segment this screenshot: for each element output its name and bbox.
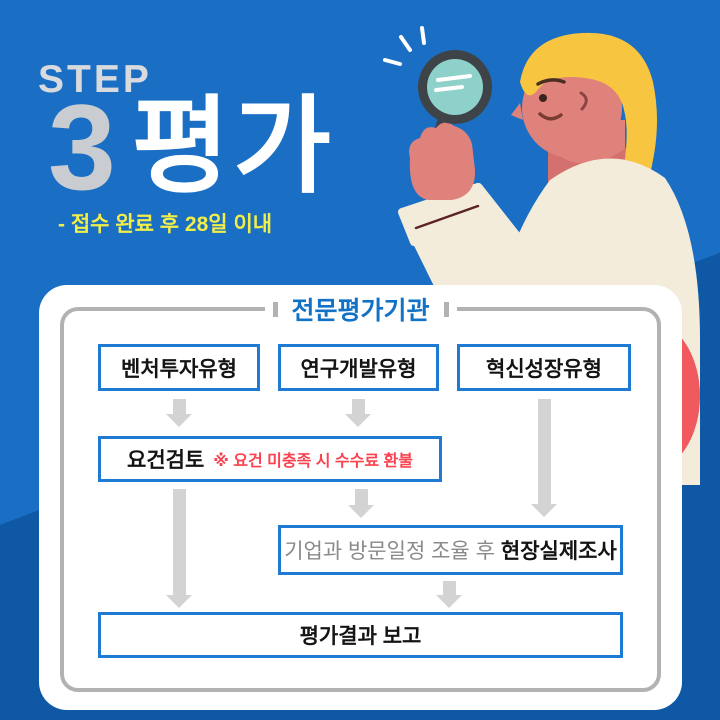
hair [520,32,657,206]
down-arrow-innovation-long [531,399,557,517]
result-label: 평가결과 보고 [299,625,422,648]
face [522,58,622,158]
eyebrow [536,78,566,86]
down-arrow-visit-to-result [436,581,462,608]
agency-title-label: 전문평가기관 [291,297,430,325]
site-visit-box: 기업과 방문일정 조율 후 현장실제조사 [278,525,623,575]
down-arrow-review-to-result [166,489,192,608]
flowchart-card: 전문평가기관 벤처투자유형 연구개발유형 혁신성장유형 요건검토 ※ 요건 미충… [39,285,682,710]
review-title: 요건검토 [127,449,205,472]
eye [539,94,547,102]
result-report-box: 평가결과 보고 [98,612,623,658]
type-box-rnd: 연구개발유형 [278,344,439,391]
step-heading: 3 평가 [48,86,335,208]
type-box-label: 벤처투자유형 [121,357,237,381]
title-bracket-right [443,301,449,317]
nose [511,103,523,120]
hand [409,122,476,200]
site-visit-prefix: 기업과 방문일정 조율 후 [284,540,495,563]
mouth [538,112,563,121]
type-box-label: 연구개발유형 [300,357,417,381]
requirements-review-box: 요건검토 ※ 요건 미충족 시 수수료 환불 [98,436,442,482]
agency-title: 전문평가기관 [264,293,457,325]
sparkle-icon [383,26,426,66]
down-arrow-venture [166,399,192,427]
ear [579,91,588,111]
site-visit-bold: 현장실제조사 [500,540,617,563]
down-arrow-rnd [345,399,371,427]
page-title: 평가 [131,88,335,206]
down-arrow-review-to-visit [348,489,374,518]
deadline-subtitle: - 접수 완료 후 28일 이내 [58,213,273,236]
type-box-label: 혁신성장유형 [486,357,602,381]
step-label: STEP [38,58,152,101]
cuff-line [414,204,480,230]
refund-note: ※ 요건 미충족 시 수수료 환불 [213,453,413,470]
title-bracket-left [272,301,278,317]
lens-reflection [434,74,472,92]
type-box-venture-investment: 벤처투자유형 [98,344,260,391]
step-number: 3 [48,79,116,215]
type-box-innovation-growth: 혁신성장유형 [457,344,631,391]
